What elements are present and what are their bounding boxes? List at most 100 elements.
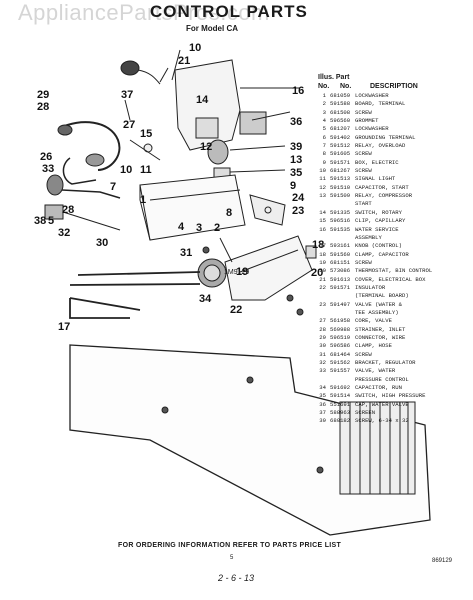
side-code: 869129 xyxy=(432,558,453,564)
parts-row: 1 681059 LOCKWASHER xyxy=(318,92,470,100)
parts-row-illus-no: 29 xyxy=(319,333,326,341)
parts-header-part-no: No. xyxy=(340,83,352,90)
parts-row-illus-no: 23 xyxy=(319,300,326,308)
callout: 11 xyxy=(140,164,152,176)
parts-row-illus-no: 27 xyxy=(319,317,326,325)
callout: 32 xyxy=(58,227,70,239)
parts-row: (TERMINAL BOARD) xyxy=(318,292,470,300)
parts-row-description: RELAY, OVERLOAD xyxy=(355,142,406,150)
callout: 36 xyxy=(290,116,302,128)
callout: 17 xyxy=(58,321,70,333)
parts-row-illus-no: 5 xyxy=(322,125,326,133)
callout: 31 xyxy=(180,247,192,259)
parts-row-illus-no: 8 xyxy=(322,150,326,158)
parts-row-description: SCREW xyxy=(355,108,372,116)
rotary-switch xyxy=(195,117,219,139)
parts-row-illus-no: 22 xyxy=(319,283,326,291)
parts-row-part-no: 681059 xyxy=(330,92,351,99)
parts-row: PRESSURE CONTROL xyxy=(318,376,470,384)
parts-row-illus-no: 34 xyxy=(319,384,326,392)
parts-row-description: SCREEN xyxy=(355,409,376,417)
parts-row-description: CAPACITOR, START xyxy=(355,183,409,191)
callout: 8 xyxy=(226,207,232,219)
callout: 14 xyxy=(196,94,209,106)
parts-row-illus-no: 39 xyxy=(319,417,326,425)
callout: 28 xyxy=(37,101,49,113)
parts-row: TEE ASSEMBLY) xyxy=(318,309,470,317)
parts-row-part-no: 573086 xyxy=(330,267,351,275)
parts-row-illus-no: 7 xyxy=(322,142,326,150)
callout: 4 xyxy=(178,221,185,233)
callout: 38 xyxy=(34,215,46,227)
callout: 7 xyxy=(110,181,116,193)
parts-row-description: INSULATOR xyxy=(355,283,386,291)
water-tube xyxy=(59,121,121,171)
parts-row-description: ASSEMBLY xyxy=(355,233,382,241)
parts-row-illus-no: 9 xyxy=(322,158,326,166)
parts-row-description: GROMMET xyxy=(355,117,379,125)
parts-row-part-no: 596519 xyxy=(330,333,351,341)
drawing-tag: 1M9129 xyxy=(224,269,250,276)
page-mark: 5 xyxy=(230,555,234,561)
parts-row-description: STRAINER, INLET xyxy=(355,325,406,333)
callout: 29 xyxy=(37,89,49,101)
parts-row-description: BRACKET, REGULATOR xyxy=(355,359,416,366)
parts-row-description: CONNECTOR, WIRE xyxy=(355,333,406,341)
bin-thermostat xyxy=(62,157,97,185)
callout: 2 xyxy=(214,222,220,234)
parts-row-illus-no: 31 xyxy=(319,350,326,358)
parts-row-description: BOX, ELECTRIC xyxy=(355,158,399,166)
callout: 30 xyxy=(96,237,108,249)
parts-row-part-no: 591402 xyxy=(330,133,351,141)
doc-code: 2 - 6 - 13 xyxy=(218,573,255,583)
parts-row-description: CLAMP, CAPACITOR xyxy=(355,250,409,258)
parts-row-description: PRESSURE CONTROL xyxy=(355,375,409,383)
parts-row-part-no: 591514 xyxy=(330,392,351,400)
parts-row-part-no: 591588 xyxy=(330,100,351,108)
parts-row-illus-no: 1 xyxy=(322,92,326,99)
parts-row-part-no: 591562 xyxy=(330,359,351,366)
parts-row-part-no: 591510 xyxy=(330,183,351,191)
parts-row-description: TEE ASSEMBLY) xyxy=(355,308,399,316)
parts-row-description: VALVE (WATER & xyxy=(355,300,402,308)
parts-row-illus-no: 28 xyxy=(319,325,326,333)
electrical-cover xyxy=(224,235,313,301)
parts-row-illus-no: 11 xyxy=(319,175,326,183)
parts-row-part-no: 591605 xyxy=(330,150,351,158)
parts-row-illus-no: 36 xyxy=(319,400,326,408)
parts-row: 12 591510 CAPACITOR, START xyxy=(318,184,470,192)
callout: 23 xyxy=(292,205,304,217)
parts-row-part-no: 561958 xyxy=(330,317,351,325)
parts-row-part-no: 596586 xyxy=(330,342,351,350)
callout: 39 xyxy=(290,141,302,153)
parts-row-illus-no: 12 xyxy=(319,183,326,191)
parts-row-description: LOCKWASHER xyxy=(355,92,389,99)
parts-row-illus-no: 18 xyxy=(319,250,326,258)
parts-row-description: CAP, WATER VALVE xyxy=(355,400,409,408)
callout: 10 xyxy=(120,164,132,176)
parts-row-part-no: 681267 xyxy=(330,167,351,175)
parts-row-illus-no: 35 xyxy=(319,392,326,400)
parts-row-part-no: 680182 xyxy=(330,417,351,425)
parts-row-part-no: 596516 xyxy=(330,217,351,225)
parts-row-illus-no: 17 xyxy=(319,242,326,250)
parts-row-part-no: 681508 xyxy=(330,108,351,116)
parts-row: 29 596519 CONNECTOR, WIRE xyxy=(318,334,470,342)
parts-row-description: GROUNDING TERMINAL xyxy=(355,133,416,141)
parts-row-description: CAPACITOR, RUN xyxy=(355,384,402,392)
parts-row-illus-no: 14 xyxy=(319,208,326,216)
callout: 24 xyxy=(292,192,305,204)
